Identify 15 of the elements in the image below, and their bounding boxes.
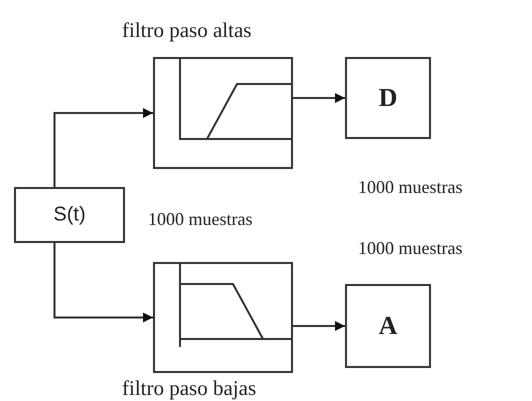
sample-count-label: 1000 muestras [148,209,252,230]
process-box [345,284,431,368]
arrow [54,243,153,322]
sample-count-label: 1000 muestras [358,238,462,259]
block-label: A [378,311,398,341]
sample-count-label: 1000 muestras [358,177,462,198]
filter-title: filtro paso bajas [122,376,256,401]
process-box [345,57,431,139]
process-box [14,187,125,243]
arrow [54,108,153,187]
arrow [293,321,345,331]
block-label: S(t) [52,204,87,226]
block-label: D [378,83,398,113]
arrow [293,93,345,103]
filter-title: filtro paso altas [122,18,252,43]
